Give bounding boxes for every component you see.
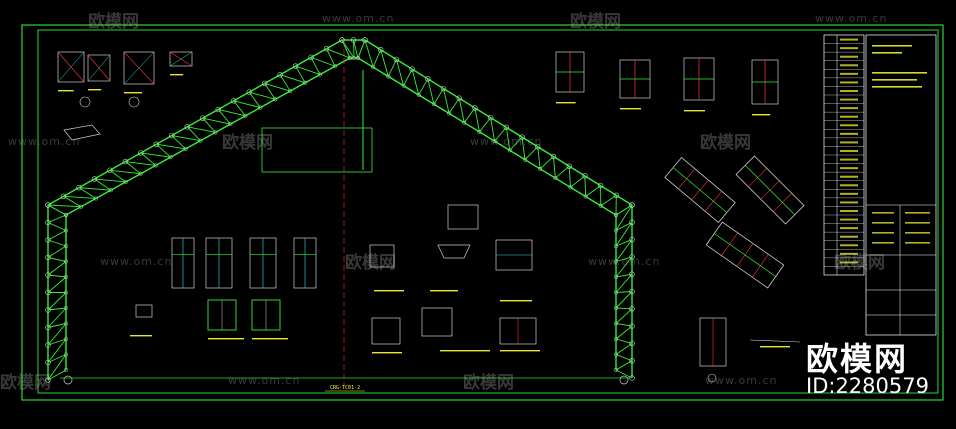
watermark-url: www.om.cn	[705, 374, 778, 387]
inner-frame	[37, 29, 939, 394]
watermark-brand: 欧模网	[222, 133, 273, 153]
watermark-brand: 欧模网	[88, 12, 139, 32]
roof-truss	[45, 37, 635, 385]
title-block	[823, 34, 937, 336]
watermark-brand: 欧模网	[700, 133, 751, 153]
detail-drawings	[57, 51, 805, 383]
center-detail-box	[261, 127, 373, 173]
watermark-brand: 欧模网	[463, 373, 514, 393]
brand-logo-text: 欧模网	[806, 340, 909, 378]
drawing-title: CRG-TC01-2	[330, 385, 360, 391]
watermark-url: www.om.cn	[322, 12, 395, 25]
watermark-url: www.om.cn	[470, 135, 543, 148]
watermark-url: www.om.cn	[100, 255, 173, 268]
watermark-brand: 欧模网	[834, 253, 885, 273]
watermark-brand: 欧模网	[345, 253, 396, 273]
watermark-url: www.om.cn	[8, 135, 81, 148]
watermark-brand: 欧模网	[570, 12, 621, 32]
watermark-url: www.om.cn	[228, 374, 301, 387]
outer-frame	[21, 24, 944, 401]
watermark-url: www.om.cn	[815, 12, 888, 25]
watermark-brand: 欧模网	[0, 373, 51, 393]
watermark-url: www.om.cn	[588, 255, 661, 268]
image-id-label: ID:2280579	[806, 374, 929, 398]
